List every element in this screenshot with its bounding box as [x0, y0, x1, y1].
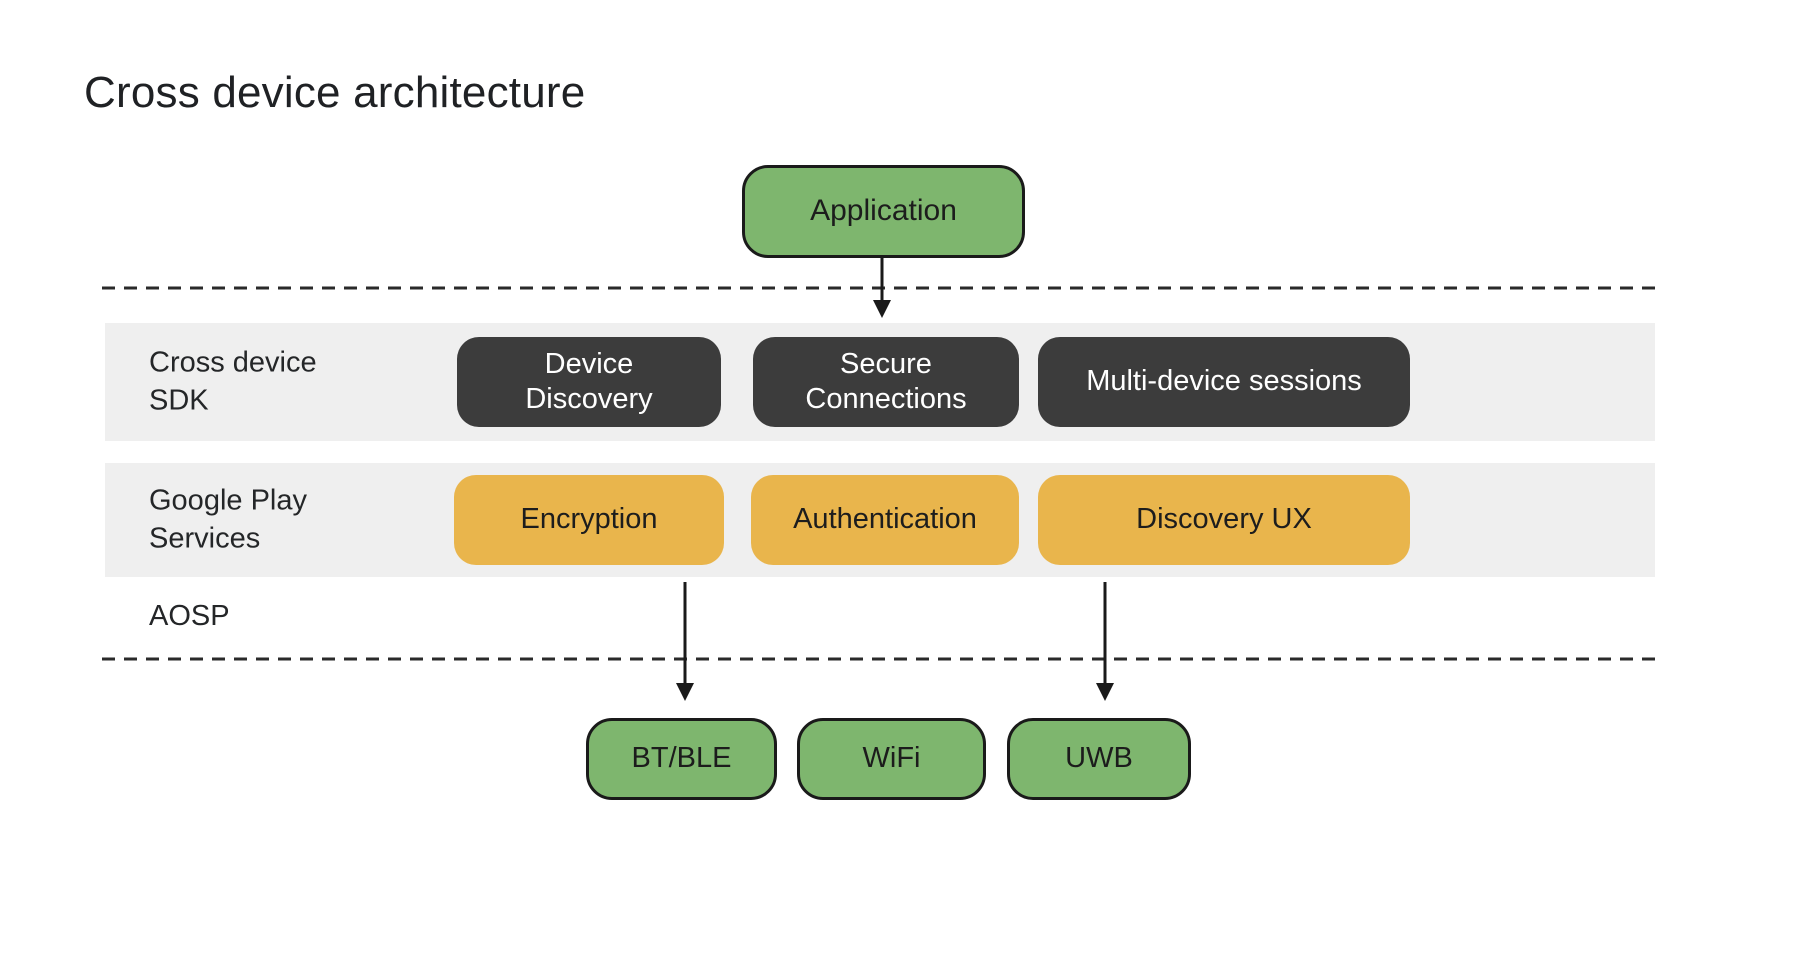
services-to-uwb-arrow-icon: [1096, 582, 1114, 701]
layer-band-google-play-services: Google Play Services Encryption Authenti…: [105, 463, 1655, 577]
sdk-box-multi-device-sessions: Multi-device sessions: [1038, 337, 1410, 427]
application-node: Application: [742, 165, 1025, 258]
transport-box-wifi: WiFi: [797, 718, 986, 800]
page-title: Cross device architecture: [84, 68, 586, 117]
layer-band-cross-device-sdk: Cross device SDK Device Discovery Secure…: [105, 323, 1655, 441]
layer-label-cross-device-sdk: Cross device SDK: [149, 346, 317, 416]
transport-box-btble: BT/BLE: [586, 718, 777, 800]
sdk-box-device-discovery: Device Discovery: [457, 337, 721, 427]
services-to-btble-arrow-icon: [676, 582, 694, 701]
sdk-box-secure-connections: Secure Connections: [753, 337, 1019, 427]
layer-label-aosp: AOSP: [149, 600, 230, 632]
transport-box-uwb: UWB: [1007, 718, 1191, 800]
gps-box-authentication: Authentication: [751, 475, 1019, 565]
gps-box-discovery-ux: Discovery UX: [1038, 475, 1410, 565]
application-to-sdk-arrow-icon: [873, 258, 891, 318]
gps-box-encryption: Encryption: [454, 475, 724, 565]
layer-label-google-play-services: Google Play Services: [149, 484, 307, 554]
